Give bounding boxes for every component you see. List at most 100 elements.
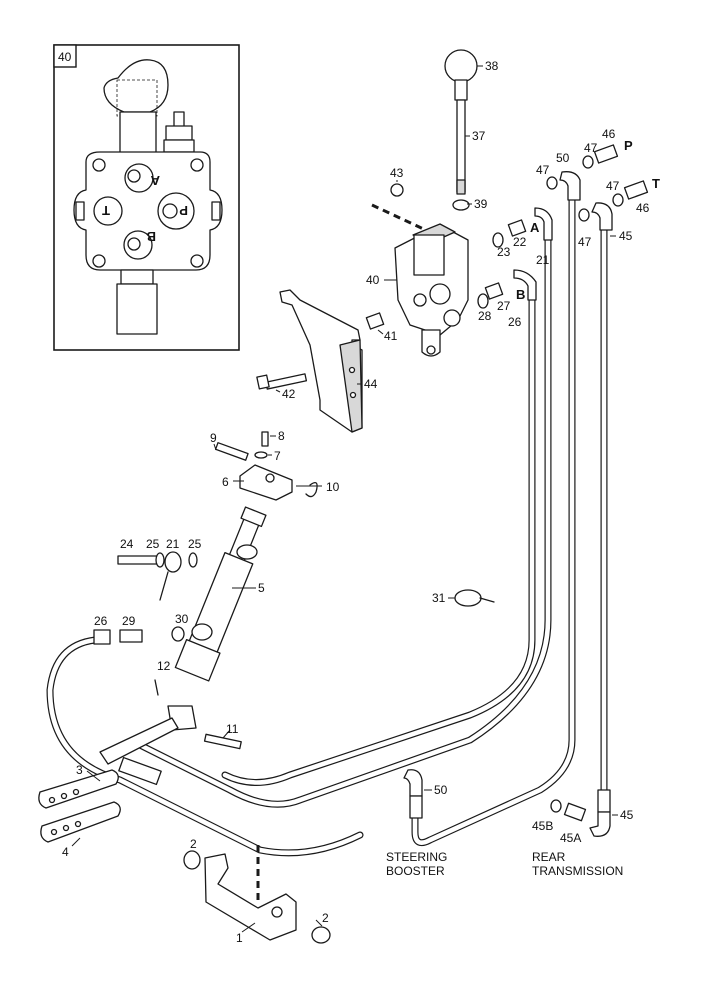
cylinder-rod-end bbox=[240, 506, 267, 528]
bracket-hole-2 bbox=[349, 391, 357, 399]
callout-37: 37 bbox=[472, 129, 486, 143]
washer-7 bbox=[254, 451, 268, 459]
elbow-50-p bbox=[559, 171, 581, 201]
shaft-pin bbox=[118, 756, 162, 786]
washer-47-c bbox=[578, 208, 590, 222]
callout-25-a: 25 bbox=[146, 537, 160, 551]
callout-21-a: 21 bbox=[536, 253, 550, 267]
cylinder-end-cap bbox=[174, 638, 221, 682]
callout-47-c: 47 bbox=[606, 179, 620, 193]
valve-fittings bbox=[477, 144, 649, 309]
rear-transmission-line1: REAR bbox=[532, 850, 566, 864]
inset-side-boss-right bbox=[211, 201, 221, 221]
callout-9: 9 bbox=[210, 431, 217, 445]
valve-clevis-hole bbox=[426, 345, 436, 355]
arm-3-hole-1 bbox=[48, 796, 56, 804]
callout-45-rear: 45 bbox=[620, 808, 634, 822]
pivot-bracket-hole bbox=[265, 473, 275, 483]
hose-26-lower-inner bbox=[47, 637, 363, 856]
screw-8 bbox=[261, 431, 269, 447]
fitting-22 bbox=[507, 219, 527, 237]
callout-5: 5 bbox=[258, 581, 265, 595]
elbow-26-b bbox=[513, 269, 537, 301]
valve-bracket-group bbox=[256, 289, 363, 433]
callout-40: 40 bbox=[366, 273, 380, 287]
callout-25-b: 25 bbox=[188, 537, 202, 551]
inset-port-a-inner bbox=[127, 169, 141, 183]
banjo-bolt-46-p bbox=[593, 144, 619, 164]
inset-port-p-inner bbox=[162, 203, 178, 219]
callout-24: 24 bbox=[120, 537, 134, 551]
pin-11 bbox=[203, 733, 242, 750]
washer-25-b bbox=[188, 552, 198, 568]
arm-3-hole-3 bbox=[72, 788, 80, 796]
callout-11: 11 bbox=[226, 722, 239, 736]
callout-47-a: 47 bbox=[584, 141, 598, 155]
control-valve-body bbox=[365, 183, 469, 357]
arm-4-hole-1 bbox=[50, 828, 58, 836]
inset-spool-stem bbox=[119, 111, 157, 155]
valve-port-a-face bbox=[429, 283, 451, 305]
callout-2-lower: 2 bbox=[322, 911, 329, 925]
callout-39: 39 bbox=[474, 197, 488, 211]
washer-47-b bbox=[582, 155, 594, 169]
inset-knob bbox=[103, 59, 169, 113]
bolt-43 bbox=[390, 183, 404, 197]
bushing-41 bbox=[365, 312, 385, 330]
clip-12 bbox=[154, 679, 159, 696]
banjo-21 bbox=[164, 551, 182, 573]
lever-nut-39 bbox=[452, 199, 470, 211]
callout-1: 1 bbox=[236, 931, 243, 945]
hose-21-cyl bbox=[159, 571, 169, 601]
callout-labels: 38 37 39 43 40 41 42 44 46 P 47 50 47 47… bbox=[62, 59, 660, 945]
callout-45a: 45A bbox=[560, 831, 581, 845]
inset-port-b-inner bbox=[127, 237, 141, 251]
arm-4 bbox=[40, 801, 121, 843]
assembly-line-43 bbox=[371, 203, 431, 234]
bracket-44-face bbox=[339, 339, 363, 433]
cylinder-linkage bbox=[93, 431, 318, 750]
inset-valve-body bbox=[73, 151, 223, 271]
bolt-42-head bbox=[256, 374, 270, 390]
inset-port-t bbox=[93, 196, 123, 226]
port-letter-a: A bbox=[530, 220, 540, 235]
callout-41: 41 bbox=[384, 329, 398, 343]
inset-adjust-nut bbox=[165, 125, 193, 141]
callout-4: 4 bbox=[62, 845, 69, 859]
callout-46-t: 46 bbox=[636, 201, 650, 215]
callout-7: 7 bbox=[274, 449, 281, 463]
cylinder-port-lower bbox=[191, 623, 213, 641]
fitting-45a bbox=[563, 802, 587, 822]
callout-43: 43 bbox=[390, 166, 404, 180]
inset-spool-lower bbox=[120, 269, 154, 285]
inset-mount-hole-bl bbox=[92, 254, 106, 268]
shaft-arm bbox=[99, 717, 179, 765]
inset-mount-hole-br bbox=[190, 254, 204, 268]
elbow-21-a bbox=[534, 207, 553, 241]
hose-21-long-inner bbox=[137, 237, 551, 807]
inset-mount-hole-tr bbox=[190, 158, 204, 172]
inset-label: 40 bbox=[58, 50, 72, 64]
inset-side-boss-left bbox=[75, 201, 85, 221]
arm-4-hole-3 bbox=[74, 820, 82, 828]
cylinder-barrel-5 bbox=[186, 552, 254, 658]
bushing-2-lower bbox=[311, 926, 331, 944]
pivot-bracket-6 bbox=[239, 464, 293, 501]
bracket-44 bbox=[279, 289, 363, 433]
callout-38: 38 bbox=[485, 59, 499, 73]
inset-mount-hole-tl bbox=[92, 158, 106, 172]
callout-31: 31 bbox=[432, 591, 446, 605]
steering-booster-line2: BOOSTER bbox=[386, 864, 445, 878]
control-lever-group bbox=[444, 49, 478, 211]
fitting-27 bbox=[484, 282, 504, 300]
callout-45b: 45B bbox=[532, 819, 553, 833]
hose-end-steering bbox=[409, 795, 423, 819]
lever-rod-37 bbox=[456, 99, 466, 193]
cable-tie-tail bbox=[479, 597, 495, 603]
inset-detail-40: 40 A T P B bbox=[53, 44, 240, 351]
pin-9 bbox=[214, 442, 249, 461]
lever-thread bbox=[456, 179, 466, 195]
leader-lines bbox=[71, 65, 618, 933]
inset-port-p-label: P bbox=[179, 203, 188, 218]
washer-47-a bbox=[546, 176, 558, 190]
